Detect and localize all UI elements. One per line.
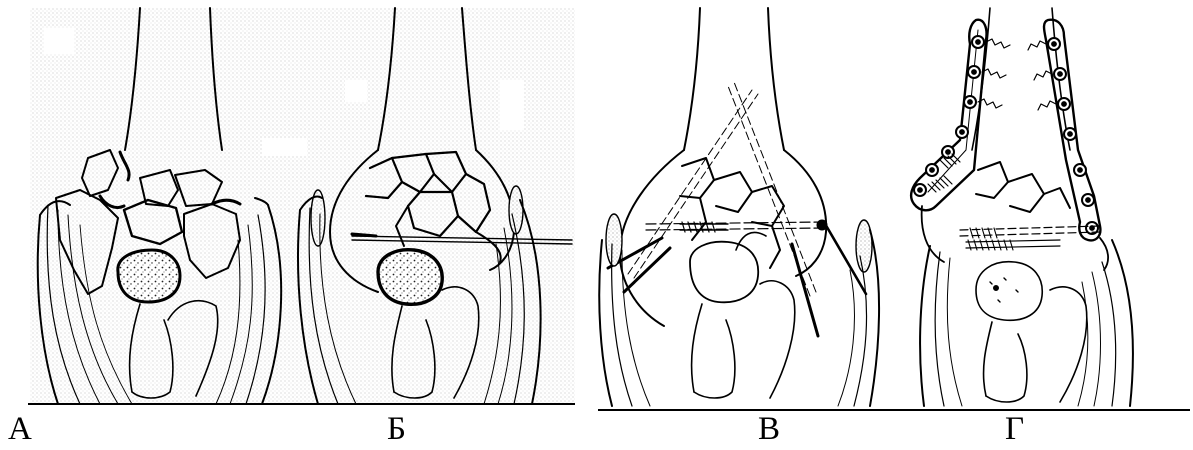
panel-label-a: А [8,413,32,446]
panel-label-b: Б [387,413,406,446]
panel-v-screw-and-wire-fixation [599,8,879,406]
panel-label-v: В [758,413,780,446]
panel-g-plate-fixation [911,8,1133,406]
panel-label-g: Г [1005,413,1024,446]
